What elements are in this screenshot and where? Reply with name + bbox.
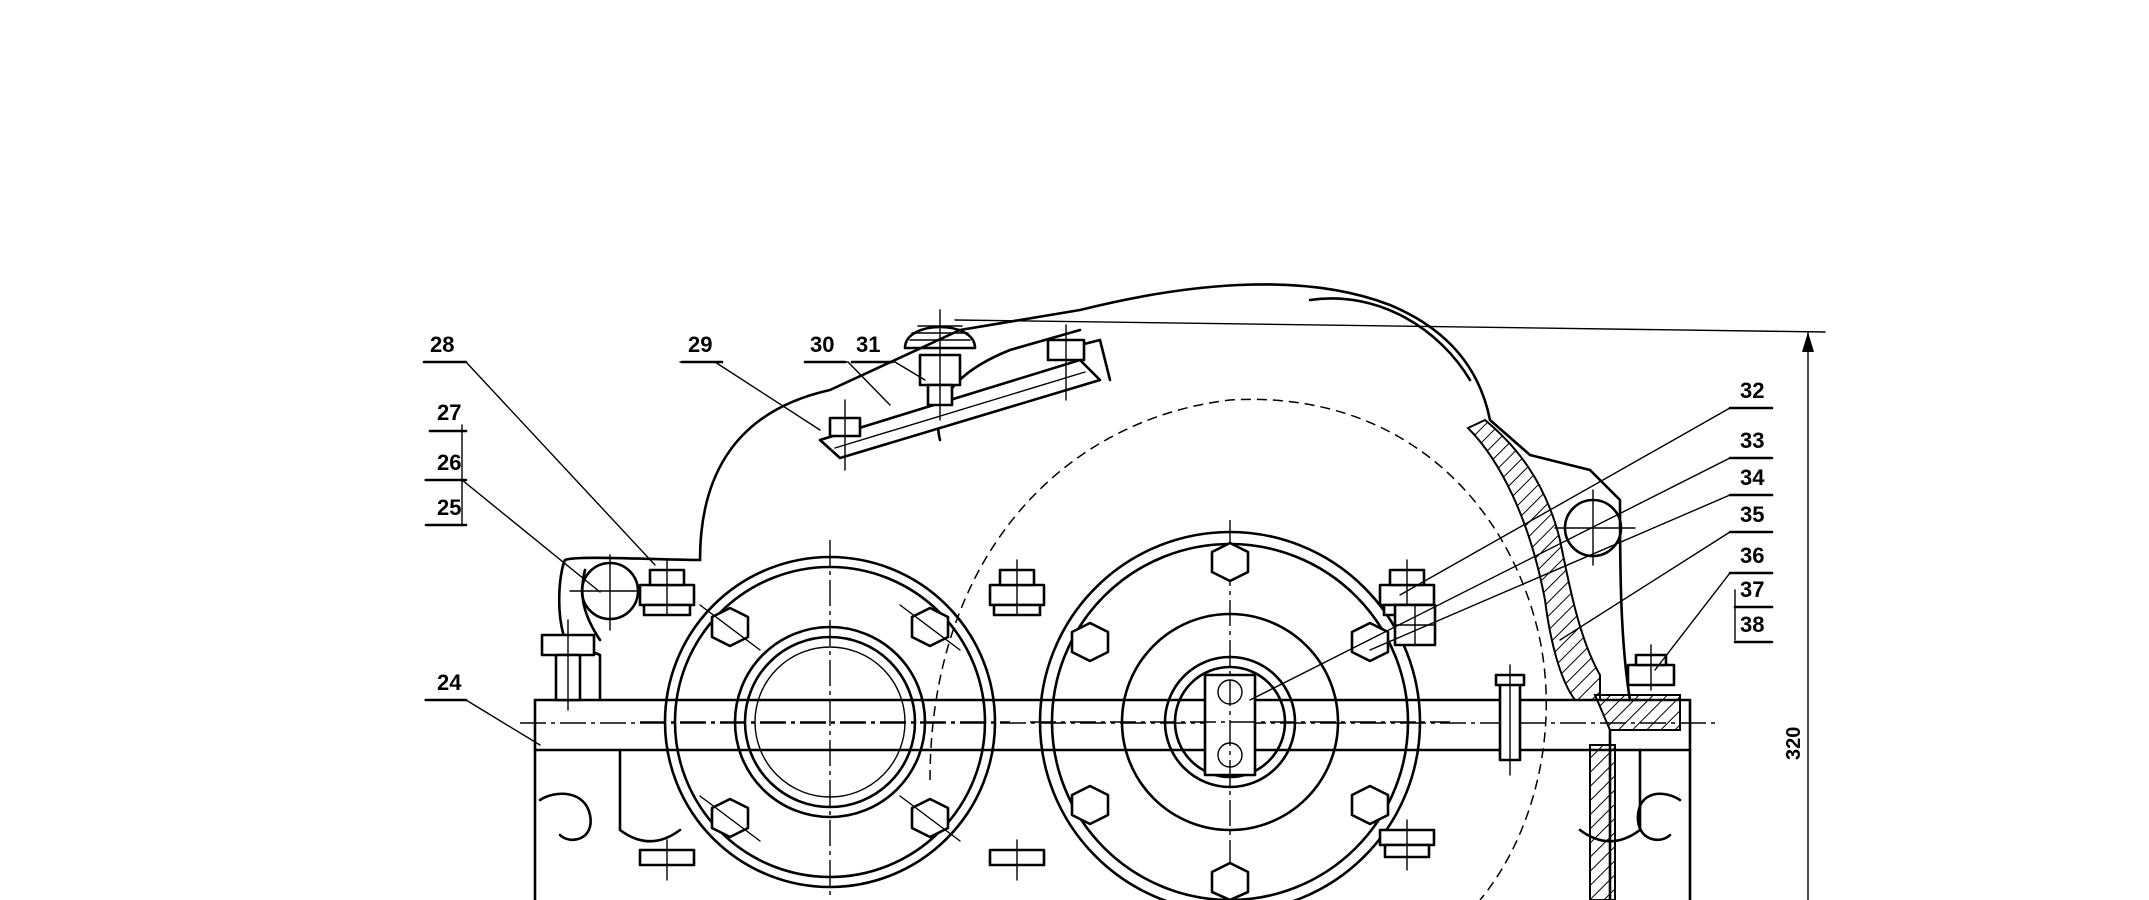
part-label-31: 31 [856,332,880,357]
bolt-left-lug [540,619,596,711]
part-label-27: 27 [437,400,461,425]
part-labels: 28 29 30 31 27 26 25 24 32 33 34 35 36 3… [422,332,1774,702]
part-label-36: 36 [1740,543,1764,568]
dimension-320-label: 320 [1783,727,1805,760]
breather-plug [903,309,977,421]
part-label-24: 24 [437,670,462,695]
part-label-35: 35 [1740,502,1764,527]
bolt-right [1626,644,1676,691]
part-label-38: 38 [1740,612,1764,637]
bearing-cap-right [1030,520,1450,900]
bolt-1 [638,559,696,881]
part-label-28: 28 [430,332,454,357]
flange-bolts [540,559,1676,881]
part-label-37: 37 [1740,577,1764,602]
lifting-eye-left [569,554,651,631]
part-label-26: 26 [437,450,461,475]
dimension-320: 320 [954,319,1826,900]
cap-screws-left [699,604,961,842]
part-label-25: 25 [437,495,461,520]
part-label-32: 32 [1740,378,1764,403]
part-label-34: 34 [1740,465,1765,490]
taper-pin [1494,664,1526,776]
housing-section-hatch [1466,418,1681,900]
inspection-cover [818,324,1112,471]
part-label-33: 33 [1740,428,1764,453]
bolt-2 [988,559,1046,881]
cap-screws-right [1070,541,1390,900]
part-label-30: 30 [810,332,834,357]
bearing-cap-left [640,540,1010,900]
part-label-29: 29 [688,332,712,357]
